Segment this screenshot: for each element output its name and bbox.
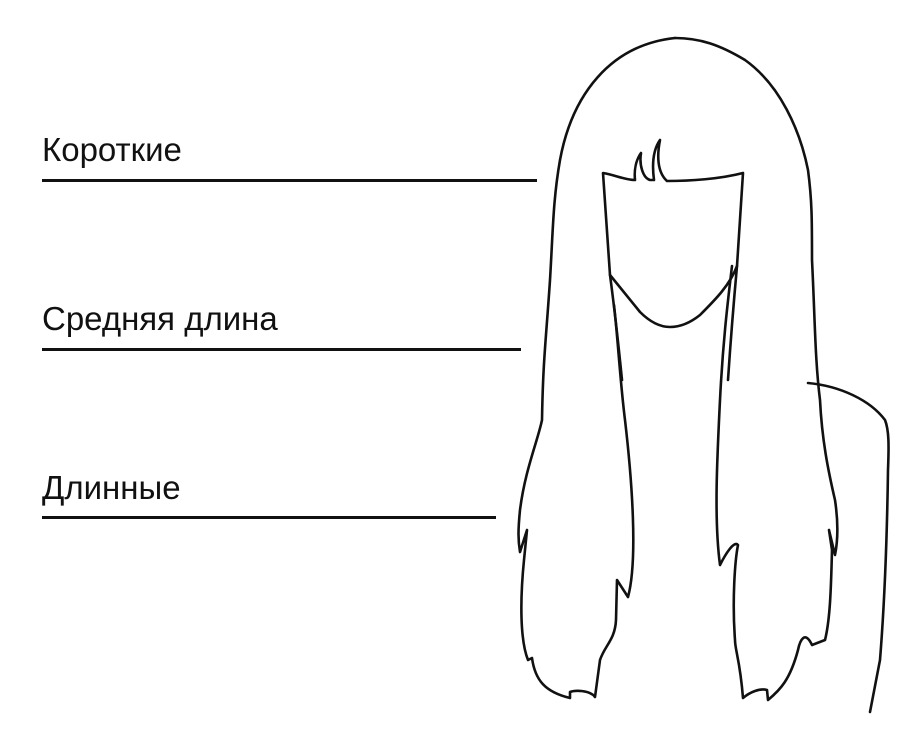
face-outline-icon [601, 138, 745, 329]
guide-line-short [42, 179, 537, 182]
hair-outline-right-icon [673, 36, 839, 702]
neck-left-icon [608, 273, 624, 382]
label-long: Длинные [42, 469, 181, 506]
hair-outline-left-icon [517, 36, 677, 700]
neck-right-icon [726, 264, 739, 382]
label-medium: Средняя длина [42, 300, 278, 337]
shoulder-outline-icon [806, 381, 890, 714]
guide-line-long [42, 516, 496, 519]
guide-line-medium [42, 348, 521, 351]
label-short: Короткие [42, 131, 182, 168]
